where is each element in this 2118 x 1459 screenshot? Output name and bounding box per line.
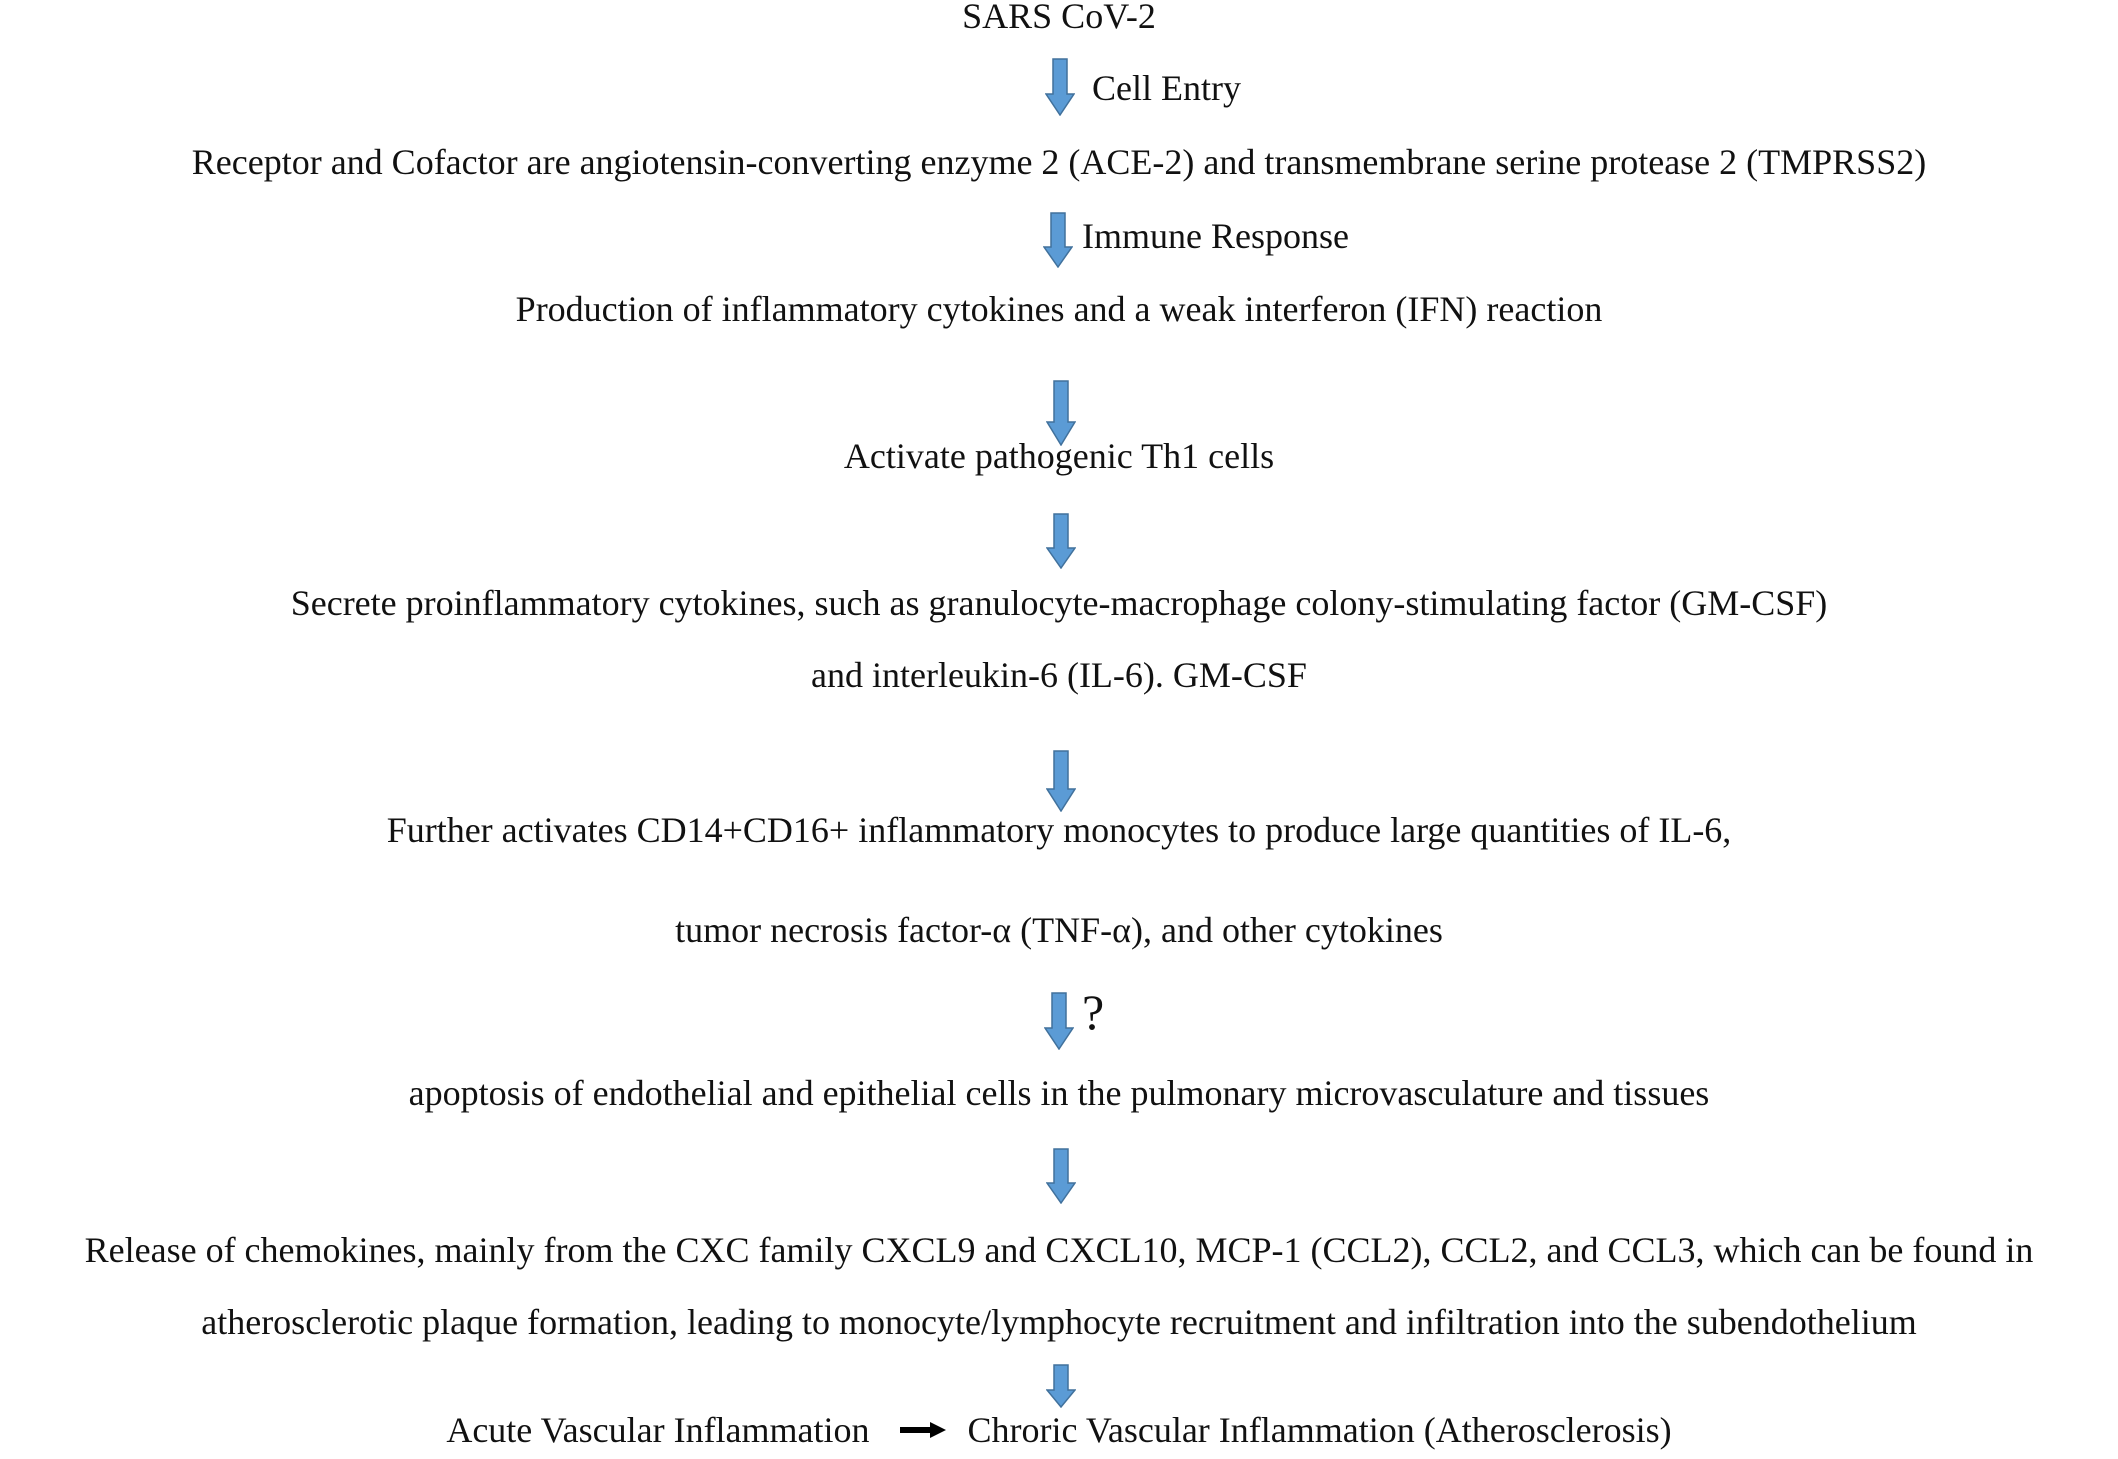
label-cell-entry: Cell Entry <box>1092 68 1241 108</box>
arrow-down-icon <box>1046 750 1076 812</box>
node-release-line1: Release of chemokines, mainly from the C… <box>84 1230 2034 1270</box>
node-apoptosis: apoptosis of endothelial and epithelial … <box>408 1073 1710 1113</box>
node-receptor: Receptor and Cofactor are angiotensin-co… <box>191 142 1927 182</box>
node-chronic-inflammation: Chroric Vascular Inflammation (Atheroscl… <box>967 1410 1672 1450</box>
node-acute-inflammation: Acute Vascular Inflammation <box>446 1410 870 1450</box>
node-release-line2: atherosclerotic plaque formation, leadin… <box>201 1302 1917 1342</box>
node-further-line1: Further activates CD14+CD16+ inflammator… <box>386 810 1732 850</box>
arrow-down-icon <box>1046 380 1076 446</box>
final-row: Acute Vascular Inflammation Chroric Vasc… <box>0 1408 2118 1452</box>
arrow-down-icon <box>1046 513 1076 569</box>
arrow-down-icon <box>1046 1148 1076 1204</box>
node-secrete-line2: and interleukin-6 (IL-6). GM-CSF <box>811 655 1307 695</box>
arrow-right-icon <box>899 1422 946 1438</box>
arrow-down-icon <box>1046 1364 1076 1408</box>
arrow-down-icon <box>1044 992 1074 1050</box>
label-question-mark: ? <box>1082 984 1105 1040</box>
label-immune-response: Immune Response <box>1082 216 1349 256</box>
node-production: Production of inflammatory cytokines and… <box>515 289 1603 329</box>
arrow-down-icon <box>1045 58 1075 116</box>
arrow-down-icon <box>1043 212 1073 268</box>
node-sars-cov-2: SARS CoV-2 <box>962 0 1156 36</box>
node-activate-th1: Activate pathogenic Th1 cells <box>843 436 1275 476</box>
node-secrete-line1: Secrete proinflammatory cytokines, such … <box>290 583 1828 623</box>
node-further-line2: tumor necrosis factor-α (TNF-α), and oth… <box>675 910 1443 950</box>
